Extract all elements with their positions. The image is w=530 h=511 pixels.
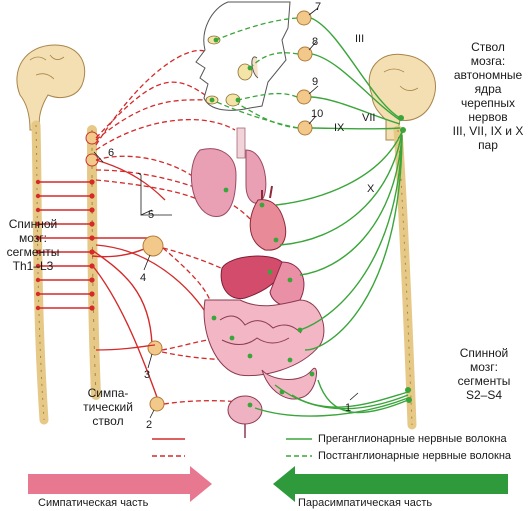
cord-segment-dot	[35, 221, 41, 227]
legend-preganglionic: Преганглионарные нервные волокна	[318, 433, 507, 445]
number-2: 2	[146, 419, 152, 431]
spinal-cord-sacral-label: Спинной мозг: сегменты S2–S4	[457, 346, 511, 402]
organ-ganglion-dot	[309, 371, 315, 377]
postganglionic-parasympathetic-fibers	[211, 17, 299, 129]
organ-ganglion-dot	[213, 37, 219, 43]
cord-segment-dot	[35, 179, 41, 185]
organ-ganglion-dot	[247, 65, 253, 71]
number-7: 7	[315, 1, 321, 13]
number-8: 8	[312, 36, 318, 48]
roman-x: X	[367, 183, 375, 195]
organ-ganglion-dot	[259, 202, 265, 208]
bladder	[227, 395, 263, 438]
organ-ganglion-dot	[229, 335, 235, 341]
head-profile	[195, 1, 291, 111]
sympathetic-trunk-label: Симпа- тический ствол	[83, 386, 133, 428]
organ-ganglion-dot	[287, 277, 293, 283]
roman-ix: IX	[334, 122, 345, 134]
left-spinal-cord	[31, 120, 49, 425]
number-10: 10	[311, 108, 323, 120]
label-leaders	[93, 7, 359, 419]
number-9: 9	[312, 76, 318, 88]
number-6: 6	[108, 147, 114, 159]
number-4: 4	[140, 272, 146, 284]
cord-segment-dot	[35, 277, 41, 283]
sympathetic-part-label: Симпатическая часть	[38, 497, 149, 509]
legend-postganglionic: Постганглионарные нервные волокна	[318, 450, 512, 462]
organ-ganglion-dot	[211, 315, 217, 321]
number-3: 3	[144, 369, 150, 381]
cord-segment-dot	[35, 207, 41, 213]
lungs	[190, 127, 267, 217]
number-1: 1	[345, 402, 351, 414]
cord-segment-dot	[35, 249, 41, 255]
organ-ganglion-dot	[235, 97, 241, 103]
organ-ganglion-dot	[223, 187, 229, 193]
cranial-ganglia	[296, 10, 313, 136]
roman-vii: VII	[362, 112, 375, 124]
organ-ganglia-dots	[209, 37, 315, 408]
organ-ganglion-dot	[247, 402, 253, 408]
organ-ganglion-dot	[267, 269, 273, 275]
intestines	[203, 299, 325, 400]
organ-ganglion-dot	[287, 357, 293, 363]
heart	[249, 185, 287, 251]
organ-ganglion-dot	[297, 327, 303, 333]
roman-iii: III	[355, 33, 364, 45]
cord-segment-dot	[35, 305, 41, 311]
organ-ganglion-dot	[247, 353, 253, 359]
cord-segment-dot	[35, 291, 41, 297]
spinal-cord-thoracolumbar-label: Спинной мозг: сегменты Th1–L3	[6, 217, 60, 273]
organ-ganglion-dot	[279, 389, 285, 395]
number-5: 5	[148, 209, 154, 221]
cord-segment-dot	[35, 263, 41, 269]
cord-segment-dot	[35, 235, 41, 241]
preganglionic-parasympathetic-fibers	[254, 17, 409, 417]
cord-segment-dot	[35, 193, 41, 199]
brainstem-label: Ствол мозга: автономные ядра черепных не…	[452, 40, 524, 152]
organ-ganglion-dot	[209, 97, 215, 103]
organ-ganglion-dot	[273, 237, 279, 243]
legend-swatches	[152, 438, 312, 457]
liver-stomach	[220, 255, 305, 307]
parasympathetic-arrow	[273, 466, 508, 502]
left-brain	[16, 44, 86, 131]
parasympathetic-part-label: Парасимпатическая часть	[298, 497, 433, 509]
prevertebral-ganglia	[142, 235, 165, 412]
right-brain	[368, 53, 437, 141]
sympathetic-arrow	[28, 466, 212, 502]
